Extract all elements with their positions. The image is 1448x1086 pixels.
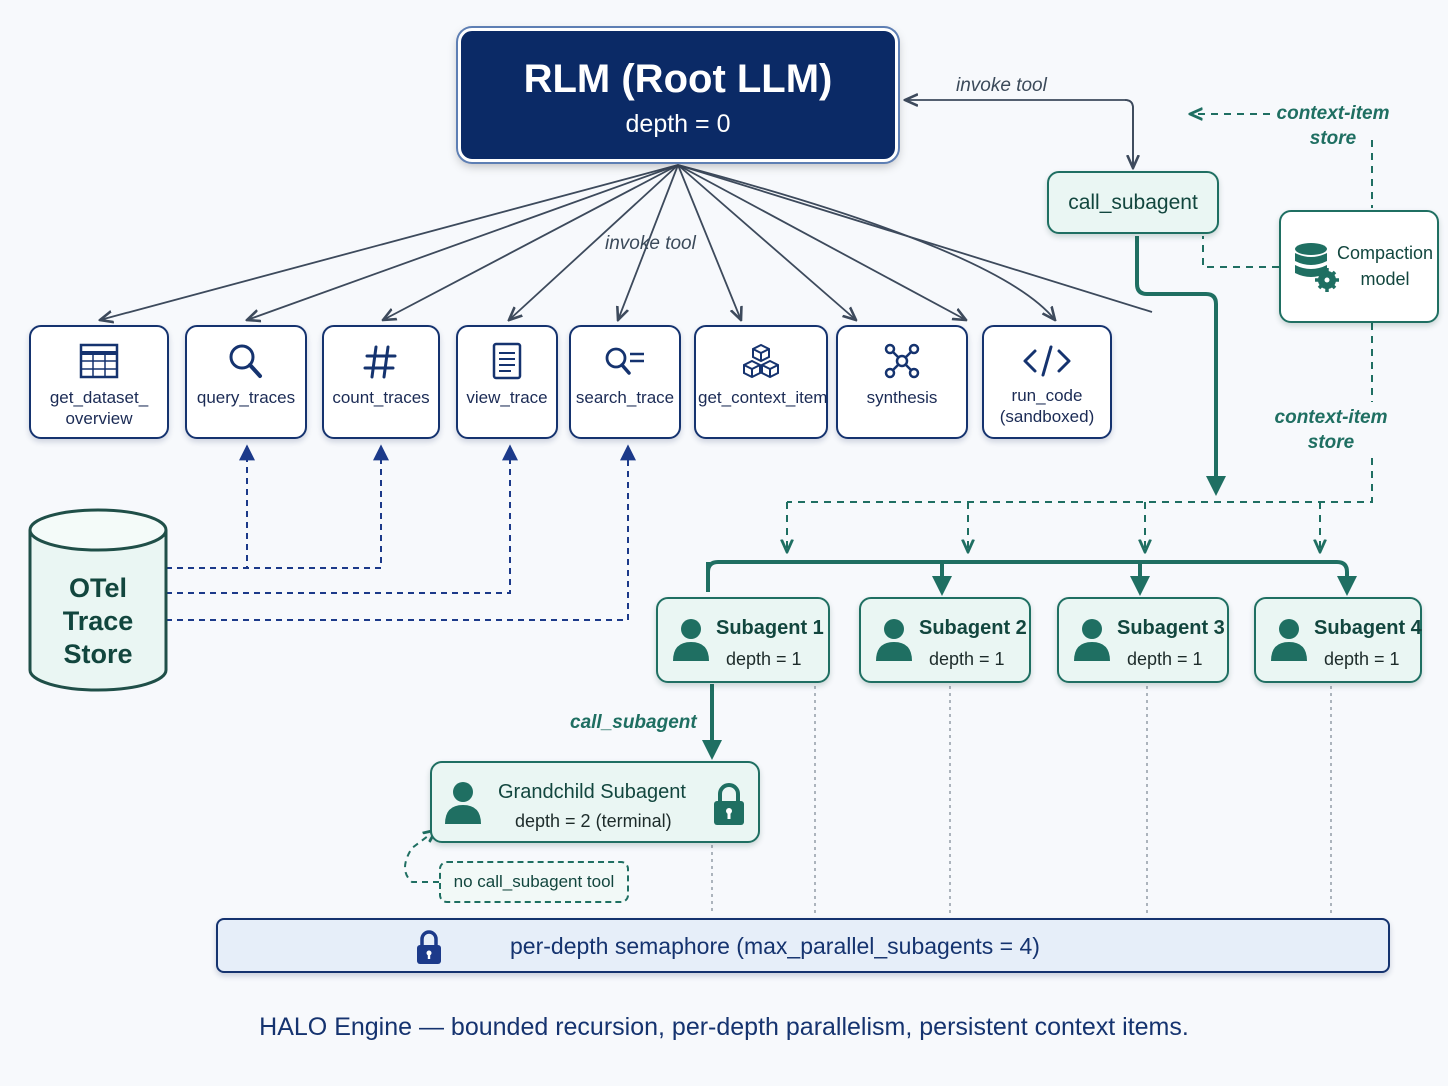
tool-view-trace[interactable]: view_trace bbox=[456, 325, 558, 439]
document-icon bbox=[492, 342, 522, 380]
tool-label: get_context_item bbox=[698, 388, 828, 407]
network-icon bbox=[884, 343, 920, 379]
invoke-tool-label-mid: invoke tool bbox=[605, 233, 696, 254]
root-llm-depth: depth = 0 bbox=[625, 110, 731, 138]
subagent-title: Subagent 3 bbox=[1117, 617, 1225, 639]
grandchild-depth: depth = 2 (terminal) bbox=[515, 811, 672, 831]
call-subagent-node[interactable]: call_subagent bbox=[1047, 171, 1219, 234]
call-subagent-edge-label: call_subagent bbox=[570, 712, 697, 733]
subagent-3-node[interactable]: Subagent 3 depth = 1 bbox=[1057, 597, 1229, 683]
tool-label: get_dataset_ overview bbox=[49, 388, 149, 428]
person-icon bbox=[673, 619, 709, 661]
subagent-2-node[interactable]: Subagent 2 depth = 1 bbox=[859, 597, 1031, 683]
context-store-label-top: context-item store bbox=[1276, 103, 1390, 149]
subagent-title: Subagent 1 bbox=[716, 617, 824, 639]
person-icon bbox=[1271, 619, 1307, 661]
hash-icon bbox=[363, 345, 397, 379]
subagent-1-node[interactable]: Subagent 1 depth = 1 bbox=[656, 597, 830, 683]
context-store-label-mid: context-item store bbox=[1274, 407, 1388, 453]
table-icon bbox=[79, 343, 119, 379]
grandchild-title: Grandchild Subagent bbox=[498, 781, 686, 803]
root-llm-node[interactable]: RLM (Root LLM) depth = 0 bbox=[458, 28, 898, 162]
no-call-subagent-note: no call_subagent tool bbox=[439, 861, 629, 903]
subagent-depth: depth = 1 bbox=[929, 649, 1005, 669]
tool-label: count_traces bbox=[332, 388, 430, 407]
tool-label: synthesis bbox=[866, 388, 938, 407]
subagent-depth: depth = 1 bbox=[1324, 649, 1400, 669]
invoke-tool-label-top: invoke tool bbox=[956, 75, 1047, 96]
tool-search-trace[interactable]: search_trace bbox=[569, 325, 681, 439]
semaphore-bar: per-depth semaphore (max_parallel_subage… bbox=[216, 918, 1390, 973]
compaction-model-label: Compaction model bbox=[1337, 243, 1434, 289]
subagent-title: Subagent 2 bbox=[919, 617, 1027, 639]
lock-icon bbox=[714, 783, 744, 825]
search-list-icon bbox=[605, 347, 644, 375]
tool-count-traces[interactable]: count_traces bbox=[322, 325, 440, 439]
subagent-depth: depth = 1 bbox=[1127, 649, 1203, 669]
otel-store-links bbox=[166, 444, 636, 621]
person-icon bbox=[1074, 619, 1110, 661]
person-icon bbox=[445, 782, 481, 824]
tool-get-dataset-overview[interactable]: get_dataset_ overview bbox=[29, 325, 169, 439]
semaphore-label: per-depth semaphore (max_parallel_subage… bbox=[510, 933, 1040, 959]
subagent-title: Subagent 4 bbox=[1314, 617, 1422, 639]
tool-label: search_trace bbox=[575, 388, 675, 407]
footer-caption: HALO Engine — bounded recursion, per-dep… bbox=[259, 1013, 1189, 1041]
lock-icon bbox=[417, 930, 441, 964]
magnifier-icon bbox=[229, 344, 262, 378]
invoke-call-subagent-arrow bbox=[1124, 99, 1133, 168]
semaphore-dotted-lines bbox=[711, 686, 1332, 915]
database-gear-icon bbox=[1295, 243, 1339, 292]
tool-synthesis[interactable]: synthesis bbox=[836, 325, 968, 439]
tool-query-traces[interactable]: query_traces bbox=[185, 325, 307, 439]
otel-trace-store-label: OTel Trace Store bbox=[62, 573, 134, 669]
tool-label: query_traces bbox=[196, 388, 296, 407]
compaction-model-node[interactable]: Compaction model bbox=[1279, 210, 1439, 323]
code-icon bbox=[1023, 345, 1071, 377]
grandchild-subagent-node[interactable]: Grandchild Subagent depth = 2 (terminal) bbox=[430, 761, 760, 843]
subagent-4-node[interactable]: Subagent 4 depth = 1 bbox=[1254, 597, 1422, 683]
tool-run-code[interactable]: run_code (sandboxed) bbox=[982, 325, 1112, 439]
root-llm-title: RLM (Root LLM) bbox=[523, 57, 833, 101]
person-icon bbox=[876, 619, 912, 661]
subagent-depth: depth = 1 bbox=[726, 649, 802, 669]
tool-label: view_trace bbox=[466, 388, 548, 407]
cubes-icon bbox=[743, 343, 779, 379]
tool-get-context-item[interactable]: get_context_item bbox=[694, 325, 828, 439]
tool-label: run_code (sandboxed) bbox=[999, 386, 1095, 426]
invoke-tool-arrow bbox=[905, 100, 1134, 168]
